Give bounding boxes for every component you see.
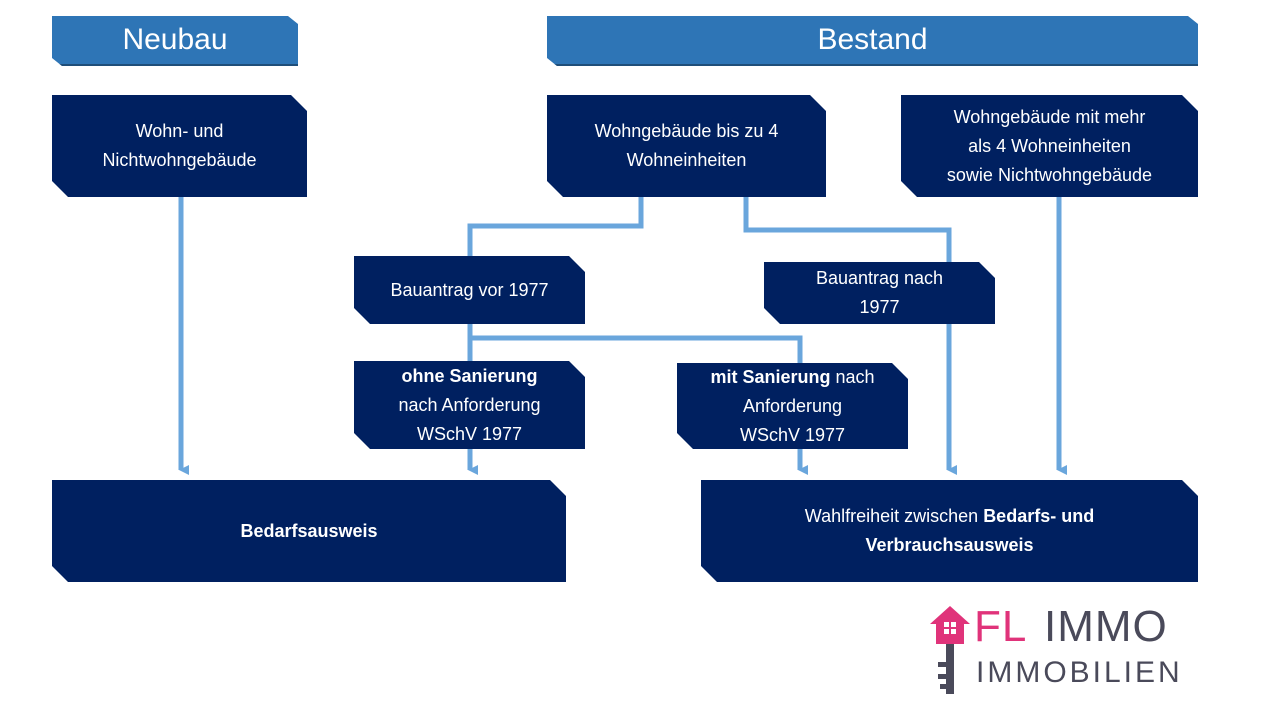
box-mit-line3: WSchV 1977 xyxy=(739,424,846,445)
flimmo-logo: FL IMMO IMMOBILIEN xyxy=(928,602,1208,700)
box-bis4-line2: Wohneinheiten xyxy=(626,150,747,170)
box-vor1977-label: Bauantrag vor 1977 xyxy=(390,279,549,300)
box-bedarfsausweis-label: Bedarfsausweis xyxy=(240,520,378,541)
box-ohne-line2: nach Anforderung xyxy=(398,394,541,415)
box-mehr4-line3: sowie Nichtwohngebäude xyxy=(946,164,1153,185)
header-bestand-label: Bestand xyxy=(817,23,928,56)
connector-bis4-vor1977 xyxy=(467,197,644,256)
box-bauantrag-vor-1977: Bauantrag vor 1977 xyxy=(354,256,585,324)
box-ohne-bold: ohne Sanierung xyxy=(401,365,538,386)
box-wahl-bold1: Bedarfs- und xyxy=(983,506,1095,526)
box-mehr4-line1: Wohngebäude mit mehr xyxy=(953,106,1146,127)
box-wahl-prefix: Wahlfreiheit zwischen xyxy=(804,506,984,526)
box-wohngebaeude-mehr-4: Wohngebäude mit mehr als 4 Wohneinheiten… xyxy=(901,95,1198,197)
box-neubau-line2: Nichtwohngebäude xyxy=(102,150,257,170)
box-mehr4-line2: als 4 Wohneinheiten xyxy=(968,135,1131,156)
connector-bis4-nach1977 xyxy=(743,197,957,475)
house-key-icon xyxy=(930,606,970,694)
header-bestand: Bestand xyxy=(547,16,1198,66)
header-neubau-label: Neubau xyxy=(122,23,228,56)
box-nach1977-line1: Bauantrag nach xyxy=(815,268,944,288)
box-bauantrag-nach-1977: Bauantrag nach 1977 xyxy=(764,262,995,324)
box-wahl-bold2: Verbrauchsausweis xyxy=(865,535,1034,555)
box-neubau-line1: Wohn- und xyxy=(135,121,224,141)
box-mit-bold: mit Sanierung xyxy=(710,366,831,387)
box-wohn-nichtwohngebaeude: Wohn- und Nichtwohngebäude xyxy=(52,95,307,197)
box-bis4-line1: Wohngebäude bis zu 4 xyxy=(594,121,779,141)
box-mit-rest: nach xyxy=(830,366,875,387)
box-wohngebaeude-bis-4: Wohngebäude bis zu 4 Wohneinheiten xyxy=(547,95,826,197)
header-neubau: Neubau xyxy=(52,16,298,66)
logo-text-fl: FL xyxy=(974,602,1028,651)
box-mit-sanierung: mit Sanierung nach Anforderung WSchV 197… xyxy=(677,363,908,449)
box-nach1977-line2: 1977 xyxy=(859,297,900,317)
logo-text-immobilien: IMMOBILIEN xyxy=(976,656,1183,689)
logo-text-immo: IMMO xyxy=(1044,602,1168,651)
box-ohne-line3: WSchV 1977 xyxy=(416,423,523,444)
box-ohne-sanierung: ohne Sanierung nach Anforderung WSchV 19… xyxy=(354,361,585,449)
box-wahlfreiheit: Wahlfreiheit zwischen Bedarfs- und Verbr… xyxy=(701,480,1198,582)
box-bedarfsausweis: Bedarfsausweis xyxy=(52,480,566,582)
box-mit-line2: Anforderung xyxy=(742,395,843,416)
